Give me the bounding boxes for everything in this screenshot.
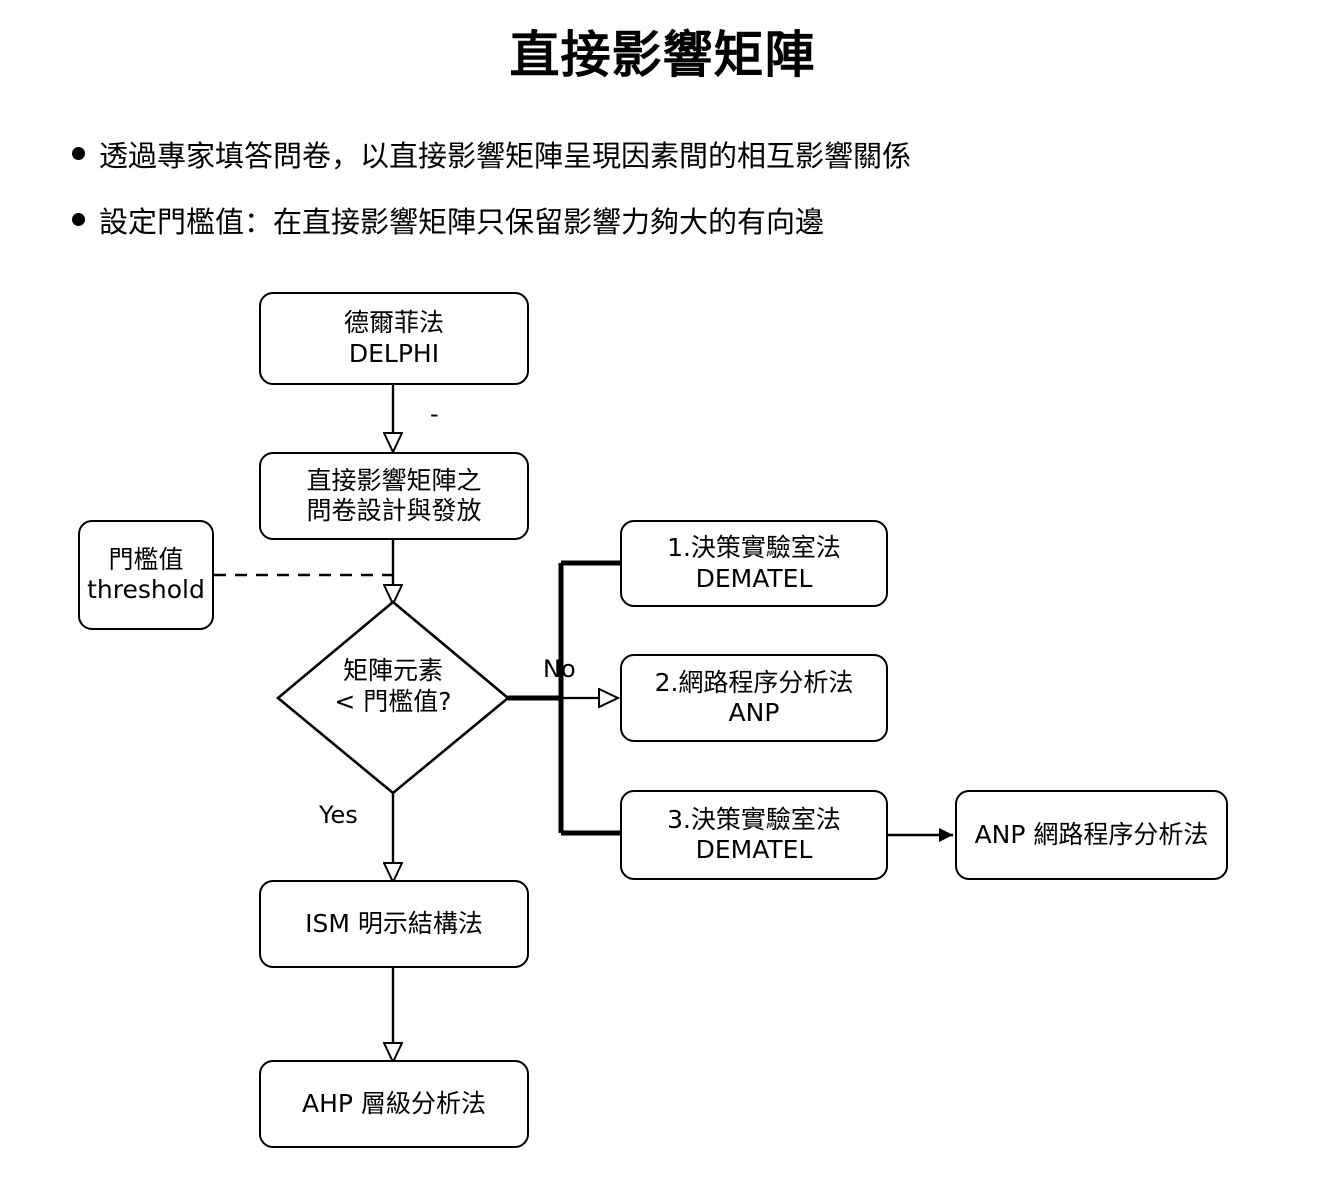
node-survey-line2: 問卷設計與發放 [306,496,482,525]
node-delphi[interactable]: 德爾菲法 DELPHI [259,292,529,385]
node-threshold-line2: threshold [87,575,205,604]
bullet-text-1: 設定門檻值：在直接影響矩陣只保留影響力夠大的有向邊 [99,205,825,239]
edge-dash-mark: - [430,400,439,428]
node-threshold-line1: 門檻值 [108,544,184,574]
node-delphi-line1: 德爾菲法 [343,308,444,337]
node-ahp[interactable]: AHP 層級分析法 [259,1060,529,1148]
node-dematel-3[interactable]: 3.決策實驗室法 DEMATEL [620,790,888,880]
bullet-item-0: 透過專家填答問卷，以直接影響矩陣呈現因素間的相互影響關係 [72,138,911,174]
page-title: 直接影響矩陣 [509,26,816,84]
bullet-item-1: 設定門檻值：在直接影響矩陣只保留影響力夠大的有向邊 [72,204,824,240]
edge-label-no: No [543,655,576,683]
node-ism[interactable]: ISM 明示結構法 [259,880,529,968]
node-dematel-1[interactable]: 1.決策實驗室法 DEMATEL [620,520,888,607]
node-decision-label: 矩陣元素 < 門檻值? [278,655,508,718]
node-anp2-line1: 2.網路程序分析法 [654,667,854,697]
bullet-dot-icon [72,213,85,226]
node-dematel1-line2: DEMATEL [695,563,813,593]
node-ism-line1: ISM 明示結構法 [305,908,483,938]
node-dematel3-line1: 3.決策實驗室法 [667,804,841,834]
node-anp-2[interactable]: 2.網路程序分析法 ANP [620,654,888,742]
node-dematel3-line2: DEMATEL [695,835,813,864]
bullet-text-0: 透過專家填答問卷，以直接影響矩陣呈現因素間的相互影響關係 [99,139,912,173]
node-decision-line2: < 門檻值? [334,687,452,717]
node-delphi-line2: DELPHI [348,338,440,368]
node-decision-line1: 矩陣元素 [342,656,443,685]
bullet-dot-icon [72,147,85,160]
node-threshold[interactable]: 門檻值 threshold [78,520,214,630]
node-ahp-line1: AHP 層級分析法 [302,1088,486,1118]
node-dematel1-line1: 1.決策實驗室法 [667,533,841,562]
node-survey-line1: 直接影響矩陣之 [306,465,482,495]
node-anp-final-line1: ANP 網路程序分析法 [974,819,1209,849]
node-survey-design[interactable]: 直接影響矩陣之 問卷設計與發放 [259,452,529,540]
node-anp2-line2: ANP [728,698,780,727]
edge-label-yes: Yes [319,801,358,829]
node-anp-final[interactable]: ANP 網路程序分析法 [955,790,1228,880]
